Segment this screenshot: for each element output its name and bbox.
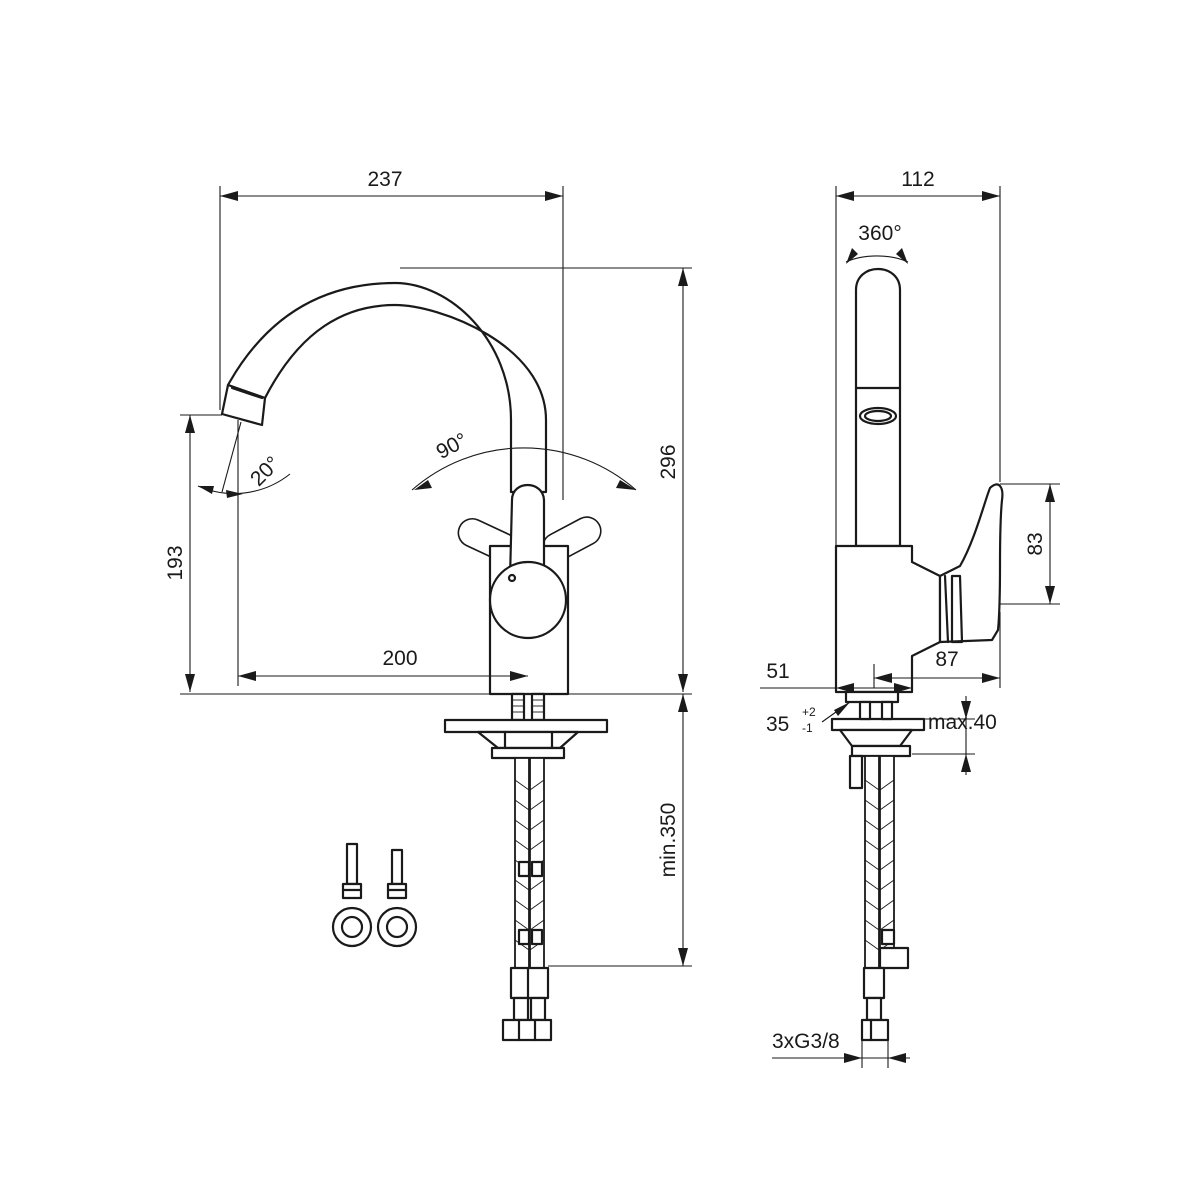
- dim-193-label: 193: [164, 545, 187, 580]
- dim-connection-label: 3xG3/8: [772, 1030, 840, 1053]
- dim-360-label: 360°: [858, 222, 901, 245]
- dim-20-label: 20°: [246, 452, 285, 491]
- lever-handle: [508, 484, 546, 580]
- lever-hub: [488, 560, 568, 640]
- dim-237: 237: [219, 168, 564, 500]
- dim-237-label: 237: [367, 168, 402, 191]
- dim-min-350: min.350: [548, 694, 692, 967]
- dim-90-degrees: 90°: [411, 429, 637, 491]
- dim-296-label: 296: [657, 444, 680, 479]
- dim-112: 112: [835, 168, 1001, 546]
- dim-35-label: 35: [766, 713, 789, 736]
- dim-87-label: 87: [935, 648, 958, 671]
- hose-nut: [501, 1018, 553, 1042]
- dim-35-tol-plus: +2: [802, 705, 816, 719]
- side-counter-plate: [830, 717, 926, 732]
- washers: [331, 906, 418, 948]
- fixing-studs: [341, 842, 408, 900]
- dim-193: 193: [164, 414, 222, 692]
- hose-fitting-right: [526, 966, 550, 1000]
- side-view: 112 360° 83 87: [760, 168, 1060, 1068]
- dim-112-label: 112: [901, 168, 934, 191]
- dim-max-40-label: max.40: [928, 711, 997, 734]
- side-body: [834, 544, 942, 694]
- dim-83-label: 83: [1024, 532, 1047, 555]
- dim-51: 51: [760, 660, 912, 693]
- dim-87: 87: [873, 612, 1001, 688]
- mounting-bracket: [476, 730, 580, 750]
- front-view: 237 296 193 200: [164, 168, 692, 1042]
- dim-83: 83: [1000, 483, 1060, 605]
- dim-200: 200: [237, 420, 528, 686]
- dim-20-degrees: 20°: [197, 421, 291, 498]
- dim-max-40: max.40: [912, 696, 997, 775]
- dim-35-tol-minus: -1: [802, 721, 813, 735]
- dim-296: 296: [400, 267, 692, 692]
- dim-connection: 3xG3/8: [772, 1030, 910, 1068]
- side-hose-nut: [860, 1018, 890, 1042]
- dim-min-350-label: min.350: [657, 803, 680, 878]
- dim-51-label: 51: [766, 660, 789, 683]
- dim-200-label: 200: [382, 647, 417, 670]
- dim-35: 35 +2 -1: [766, 701, 851, 736]
- side-lever: [938, 483, 1004, 644]
- counter-plate: [443, 718, 609, 734]
- dim-360-degrees: 360°: [845, 222, 909, 264]
